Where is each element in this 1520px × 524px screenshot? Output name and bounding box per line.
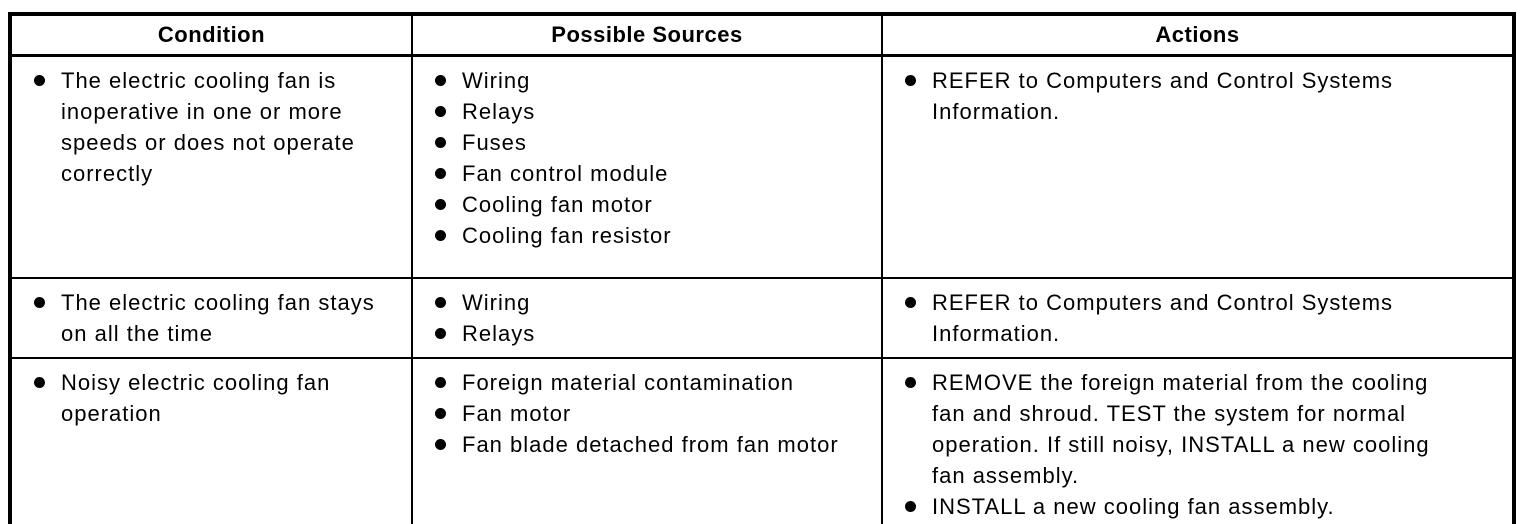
list-item: REMOVE the foreign material from the coo… [905, 367, 1502, 491]
bullet-icon [435, 199, 446, 210]
condition-cell: The electric cooling fan is inoperative … [9, 54, 413, 279]
actions-cell: REFER to Computers and Control Systems I… [881, 276, 1515, 359]
bullet-icon [435, 106, 446, 117]
source-text: Cooling fan motor [462, 192, 653, 217]
sources-cell: Foreign material contamination Fan motor… [411, 356, 883, 524]
source-text: Fan motor [462, 400, 572, 426]
list-item: Cooling fan resistor [435, 220, 871, 251]
condition-list: The electric cooling fan stays on all th… [34, 287, 401, 349]
actions-list: REFER to Computers and Control Systems I… [905, 65, 1502, 127]
actions-list: REFER to Computers and Control Systems I… [905, 287, 1502, 349]
sources-list: Wiring Relays [435, 287, 871, 349]
actions-list: REMOVE the foreign material from the coo… [905, 367, 1502, 522]
column-header-actions: Actions [881, 13, 1515, 57]
source-text: Wiring [462, 68, 531, 93]
bullet-icon [905, 296, 916, 308]
sources-list: Foreign material contamination Fan motor… [435, 367, 871, 460]
diagnostics-table: Condition Possible Sources Actions The e… [8, 12, 1516, 524]
bullet-icon [435, 327, 446, 339]
action-text: INSTALL a new cooling fan assembly. [932, 493, 1335, 519]
table-row: The electric cooling fan is inoperative … [9, 54, 1515, 279]
source-text: Fan control module [462, 161, 669, 186]
list-item: Wiring [435, 287, 871, 318]
condition-text: The electric cooling fan stays on all th… [61, 289, 375, 346]
list-item: Fan motor [435, 398, 871, 429]
sources-list: Wiring Relays Fuses Fan control module C… [435, 65, 871, 251]
column-header-condition: Condition [9, 13, 413, 57]
source-text: Wiring [462, 289, 531, 315]
bullet-icon [435, 230, 446, 241]
action-text: REFER to Computers and Control Systems I… [932, 68, 1394, 124]
bullet-icon [435, 407, 446, 419]
list-item: The electric cooling fan stays on all th… [34, 287, 401, 349]
list-item: Fan control module [435, 158, 871, 189]
bullet-icon [905, 75, 916, 86]
source-text: Fuses [462, 130, 527, 155]
header-row: Condition Possible Sources Actions [9, 13, 1515, 57]
condition-list: The electric cooling fan is inoperative … [34, 65, 401, 189]
list-item: INSTALL a new cooling fan assembly. [905, 491, 1502, 522]
list-item: Noisy electric cooling fan operation [34, 367, 401, 429]
condition-cell: The electric cooling fan stays on all th… [9, 276, 413, 359]
bullet-icon [435, 438, 446, 450]
condition-list: Noisy electric cooling fan operation [34, 367, 401, 429]
list-item: Fuses [435, 127, 871, 158]
bullet-icon [34, 75, 45, 86]
list-item: REFER to Computers and Control Systems I… [905, 287, 1502, 349]
bullet-icon [905, 376, 916, 388]
bullet-icon [435, 296, 446, 308]
bullet-icon [905, 500, 916, 512]
list-item: Fan blade detached from fan motor [435, 429, 871, 460]
condition-cell: Noisy electric cooling fan operation [9, 356, 413, 524]
bullet-icon [435, 168, 446, 179]
condition-text: The electric cooling fan is inoperative … [61, 68, 355, 186]
action-text: REFER to Computers and Control Systems I… [932, 289, 1394, 346]
list-item: Cooling fan motor [435, 189, 871, 220]
condition-text: Noisy electric cooling fan operation [61, 369, 331, 426]
bullet-icon [435, 137, 446, 148]
bullet-icon [34, 296, 45, 308]
list-item: Relays [435, 318, 871, 349]
source-text: Foreign material contamination [462, 369, 795, 395]
source-text: Cooling fan resistor [462, 223, 672, 248]
table-row: Noisy electric cooling fan operation For… [9, 356, 1515, 524]
list-item: Relays [435, 96, 871, 127]
sources-cell: Wiring Relays Fuses Fan control module C… [411, 54, 883, 279]
source-text: Relays [462, 320, 536, 346]
actions-cell: REFER to Computers and Control Systems I… [881, 54, 1515, 279]
column-header-possible-sources: Possible Sources [411, 13, 883, 57]
sources-cell: Wiring Relays [411, 276, 883, 359]
list-item: The electric cooling fan is inoperative … [34, 65, 401, 189]
list-item: REFER to Computers and Control Systems I… [905, 65, 1502, 127]
bullet-icon [435, 75, 446, 86]
source-text: Relays [462, 99, 536, 124]
bullet-icon [435, 376, 446, 388]
list-item: Wiring [435, 65, 871, 96]
actions-cell: REMOVE the foreign material from the coo… [881, 356, 1515, 524]
bullet-icon [34, 376, 45, 388]
table-row: The electric cooling fan stays on all th… [9, 276, 1515, 359]
action-text: REMOVE the foreign material from the coo… [932, 369, 1430, 488]
list-item: Foreign material contamination [435, 367, 871, 398]
source-text: Fan blade detached from fan motor [462, 431, 839, 457]
